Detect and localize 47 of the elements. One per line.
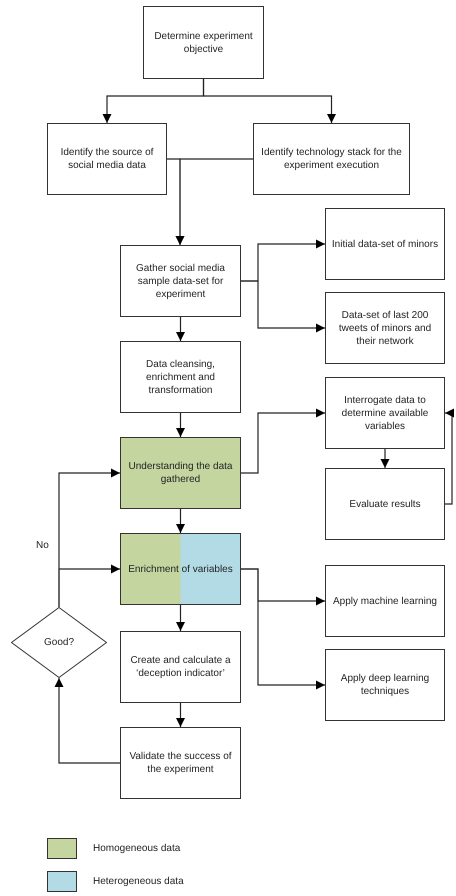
process-box bbox=[325, 292, 445, 364]
arrow bbox=[241, 568, 325, 690]
arrow bbox=[176, 703, 185, 727]
arrow bbox=[241, 408, 325, 474]
arrow bbox=[380, 449, 390, 468]
process-label: Gather social media sample data-set for experiment bbox=[135, 262, 226, 300]
arrow bbox=[176, 158, 253, 245]
arrow bbox=[54, 678, 120, 764]
process-label: Data-set of last 200 tweets of minors and their network bbox=[338, 308, 432, 348]
process-box bbox=[325, 377, 445, 449]
arrow bbox=[176, 413, 185, 437]
process-label: Data cleansing, enrichment and transformation bbox=[145, 358, 216, 396]
process-label: Apply deep learning techniques bbox=[340, 672, 430, 698]
process-label: Understanding the data gathered bbox=[128, 460, 234, 486]
decision-label: Good? bbox=[44, 636, 74, 650]
process-box bbox=[325, 649, 445, 721]
process-box bbox=[253, 123, 410, 195]
arrow bbox=[176, 509, 185, 533]
process-box bbox=[120, 245, 241, 317]
process-box bbox=[120, 727, 241, 799]
arrow bbox=[202, 79, 336, 123]
arrow bbox=[58, 564, 120, 607]
process-label: Identify the source of social media data bbox=[60, 146, 154, 172]
process-box bbox=[120, 341, 241, 413]
process-label: Apply machine learning bbox=[333, 594, 437, 608]
process-box bbox=[120, 631, 241, 703]
legend-label: Homogeneous data bbox=[93, 842, 180, 856]
process-box bbox=[143, 6, 264, 79]
process-label: Determine experiment objective bbox=[153, 30, 254, 56]
process-label: Validate the success of the experiment bbox=[128, 750, 233, 776]
process-label: Evaluate results bbox=[349, 498, 421, 510]
arrow bbox=[176, 317, 185, 341]
process-box bbox=[120, 437, 241, 509]
process-box bbox=[325, 565, 445, 637]
process-label: Interrogate data to determine available variables bbox=[340, 394, 430, 432]
arrow bbox=[241, 280, 325, 332]
process-box bbox=[325, 208, 445, 280]
process-label: Create and calculate a ‘deception indicator’ bbox=[129, 654, 232, 680]
process-box bbox=[325, 468, 445, 540]
process-box bbox=[47, 123, 167, 195]
legend-label: Heterogeneous data bbox=[93, 875, 184, 889]
process-label: Identify technology stack for the experiment execution bbox=[260, 146, 403, 172]
process-label: Initial data-set of minors bbox=[332, 238, 438, 250]
process-label: Enrichment of variables bbox=[128, 562, 233, 576]
process-box bbox=[120, 533, 241, 605]
arrow bbox=[176, 605, 185, 631]
arrow bbox=[445, 408, 454, 505]
